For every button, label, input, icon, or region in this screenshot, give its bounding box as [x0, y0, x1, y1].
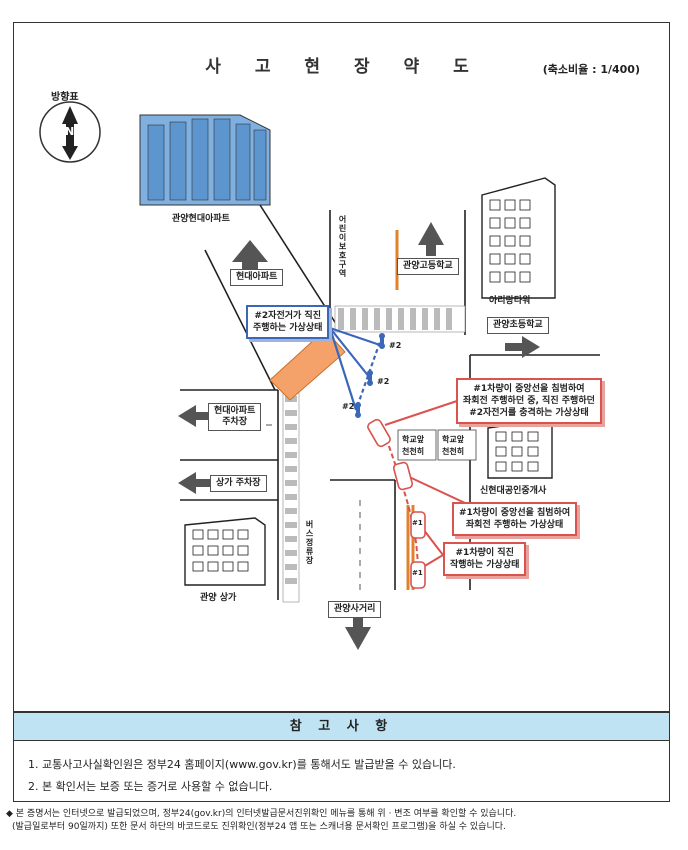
- crosswalk-left: [282, 391, 300, 603]
- compass-label: 방향표: [51, 92, 79, 103]
- note-item-2: 2. 본 확인서는 보증 또는 증거로 사용할 수 없습니다.: [28, 780, 273, 793]
- elementary-label: 관양초등학교: [487, 317, 549, 334]
- kid-zone-label: 어린이보호구역: [338, 215, 347, 278]
- high-school-label: 관양고등학교: [397, 258, 459, 275]
- shop-building-icon: [184, 517, 266, 586]
- callout-bicycle-line2: 주행하는 가상상태: [253, 323, 323, 333]
- callout-straight-line1: #1차량이 직진: [455, 548, 514, 558]
- school-sign-left-1: 학교앞: [402, 435, 425, 444]
- car2-tag-c: #2: [342, 402, 355, 411]
- intersection-label: 관양사거리: [328, 601, 382, 618]
- callout-bicycle-line1: #2자전거가 직진: [254, 311, 321, 321]
- car2-tag-a: #2: [389, 341, 402, 350]
- notes-body: [13, 740, 670, 802]
- callout-collision-line3: #2자전거를 충격하는 가상상태: [469, 408, 589, 418]
- school-sign-right-2: 천천히: [442, 447, 465, 456]
- page-title: 사 고 현 장 약 도: [205, 57, 483, 77]
- car1-tag-a: #1: [412, 519, 423, 527]
- compass-letter: N: [65, 125, 75, 138]
- car2-tag-b: #2: [377, 377, 390, 386]
- realtor-building-icon: [487, 419, 553, 479]
- ari-tower-label: 아리랑타워: [489, 296, 531, 306]
- office-building-icon: [481, 177, 556, 299]
- scale-label: (축소비율 : 1/400): [542, 63, 640, 76]
- callout-straight: #1차량이 직진 작행하는 가상상태: [443, 542, 527, 576]
- callout-left-turn-line2: 좌회전 주행하는 가상상태: [465, 520, 564, 530]
- callout-collision: #1차량이 중앙선을 침범하여 좌회전 주행하던 중, 직진 주행하던 #2자전…: [456, 378, 602, 424]
- road-arrows: [178, 222, 540, 650]
- footer-line-2: (발급일로부터 90일까지) 또한 문서 하단의 바코드로도 진위확인(정부24…: [12, 822, 506, 832]
- crosswalk-diagonal: [269, 329, 346, 401]
- shop-label: 관양 상가: [200, 593, 237, 603]
- hyundai-apt-label: 현대아파트: [230, 269, 284, 286]
- note-item-1: 1. 교통사고사실확인원은 정부24 홈페이지(www.gov.kr)를 통해서…: [28, 758, 456, 771]
- parking1-label: 현대아파트 주차장: [208, 403, 262, 431]
- parking1-line1: 현대아파트: [214, 406, 256, 416]
- bicycle-icon: [355, 333, 385, 418]
- bus-stop-label: 버스정류장: [305, 520, 314, 565]
- school-sign-left-2: 천천히: [402, 447, 425, 456]
- callout-straight-line2: 작행하는 가상상태: [450, 560, 520, 570]
- callout-collision-line2: 좌회전 주행하던 중, 직진 주행하던: [463, 396, 595, 406]
- footer-line-1: ◆ 본 증명서는 인터넷으로 발급되었으며, 정부24(gov.kr)의 인터넷…: [6, 809, 517, 819]
- notes-header: 참 고 사 항: [13, 712, 670, 741]
- car-icon: [367, 418, 426, 589]
- callout-left-turn-line1: #1차량이 중앙선을 침범하여: [459, 508, 571, 518]
- parking1-line2: 주차장: [222, 417, 248, 427]
- parking2-label: 상가 주차장: [210, 475, 267, 492]
- apt-top-label: 관양현대아파트: [172, 214, 230, 224]
- compass-icon: [39, 101, 101, 163]
- crosswalk-top: [334, 305, 466, 333]
- realtor-label: 신현대공인중개사: [480, 486, 547, 496]
- footer-text: ◆ 본 증명서는 인터넷으로 발급되었으며, 정부24(gov.kr)의 인터넷…: [6, 808, 516, 834]
- callout-bicycle: #2자전거가 직진 주행하는 가상상태: [246, 305, 330, 339]
- school-sign-right-1: 학교앞: [442, 435, 465, 444]
- callout-collision-line1: #1차량이 중앙선을 침범하여: [473, 384, 585, 394]
- apartment-building-icon: [139, 114, 271, 206]
- car1-tag-b: #1: [412, 569, 423, 577]
- callout-left-turn: #1차량이 중앙선을 침범하여 좌회전 주행하는 가상상태: [452, 502, 578, 536]
